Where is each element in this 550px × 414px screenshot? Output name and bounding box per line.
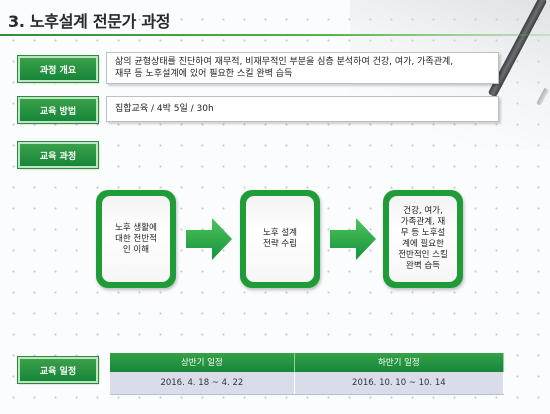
title-divider [0,34,550,36]
schedule-date-first-half: 2016. 4. 18 ~ 4. 22 [110,371,295,395]
method-text: 집합교육 / 4박 5일 / 30h [115,104,214,114]
process-step-1-text: 노후 생활에 대한 전반적 인 이해 [102,196,170,282]
overview-text-line1: 삶의 균형상태를 진단하여 재무적, 비재무적인 부분을 심층 분석하여 건강,… [115,57,454,67]
arrow-right-icon [330,218,376,260]
schedule-header-row: 상반기 일정 하반기 일정 [110,353,505,372]
step1-line1: 노후 생활에 [115,222,157,233]
process-step-1: 노후 생활에 대한 전반적 인 이해 [96,190,176,288]
step2-line1: 노후 설계 [263,228,297,238]
process-step-3: 건강, 여가, 가족관계, 재 무 등 노후설 계에 필요한 전반적인 스킬 완… [383,190,463,288]
process-label: 교육 과정 [17,141,99,169]
schedule-col-first-half: 상반기 일정 [110,353,295,372]
process-step-2-text: 노후 설계 전략 수립 [246,196,314,282]
step3-line6: 완벽 습득 [406,261,440,271]
step3-line5: 전반적인 스킬 [398,250,448,260]
overview-text-line2: 재무 등 노후설계에 있어 필요한 스킬 완벽 습득 [115,69,293,79]
step1-line3: 인 이해 [122,244,150,255]
schedule-label: 교육 일정 [17,356,99,384]
step3-line4: 계에 필요한 [402,239,444,249]
step3-line3: 무 등 노후설 [400,228,446,238]
process-step-2: 노후 설계 전략 수립 [240,190,320,288]
page-title: 3. 노후설계 전문가 과정 [8,12,171,31]
step3-line1: 건강, 여가, [403,206,443,216]
step2-line2: 전략 수립 [263,239,297,249]
arrow-right-icon [186,218,232,260]
overview-label: 과정 개요 [17,55,99,83]
step3-line2: 가족관계, 재 [400,217,446,227]
schedule-col-second-half: 하반기 일정 [294,353,505,372]
schedule-table: 상반기 일정 하반기 일정 2016. 4. 18 ~ 4. 22 2016. … [110,353,505,395]
method-box: 집합교육 / 4박 5일 / 30h [106,96,499,122]
process-step-3-text: 건강, 여가, 가족관계, 재 무 등 노후설 계에 필요한 전반적인 스킬 완… [389,196,457,282]
pen-tip [536,87,549,107]
schedule-date-second-half: 2016. 10. 10 ~ 10. 14 [294,371,505,395]
method-label: 교육 방법 [17,96,99,124]
step1-line2: 대한 전반적 [115,233,157,244]
schedule-date-row: 2016. 4. 18 ~ 4. 22 2016. 10. 10 ~ 10. 1… [110,371,505,395]
overview-box: 삶의 균형상태를 진단하여 재무적, 비재무적인 부분을 심층 분석하여 건강,… [106,52,499,84]
